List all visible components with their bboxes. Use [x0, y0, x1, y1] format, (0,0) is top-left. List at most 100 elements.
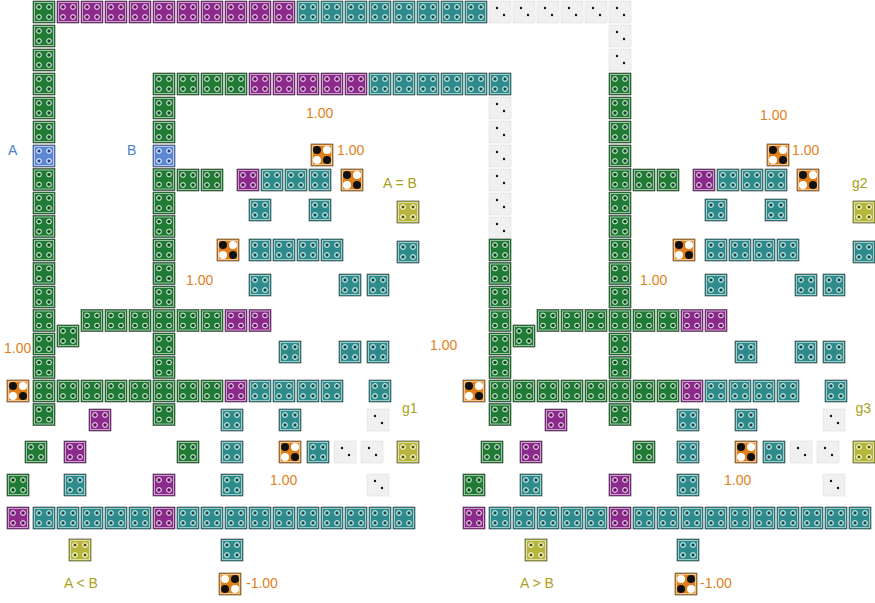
gate-name: g2: [852, 175, 868, 191]
tile: [609, 404, 631, 426]
tile: [367, 341, 389, 363]
tile: [417, 1, 439, 23]
signal-name: A: [8, 142, 17, 158]
tile: [693, 169, 715, 191]
tile: [297, 380, 319, 402]
tile: [345, 1, 367, 23]
tile: [609, 310, 631, 332]
tile: [33, 310, 55, 332]
gate-name: g2: [852, 175, 868, 191]
tile: [307, 441, 329, 463]
output-name: A < B: [64, 575, 98, 591]
tile: [285, 169, 307, 191]
tile: [609, 25, 631, 47]
tile: [489, 507, 511, 529]
tile: [763, 441, 785, 463]
signal-name: B: [127, 142, 136, 158]
tile: [105, 507, 127, 529]
tile: [849, 507, 871, 529]
weight-value: 1.00: [4, 340, 31, 356]
tile: [7, 507, 29, 529]
tile: [33, 357, 55, 379]
tile: [585, 1, 607, 23]
tile: [633, 441, 655, 463]
tile: [177, 310, 199, 332]
tile: [81, 380, 103, 402]
weight-value: 1.00: [760, 107, 787, 123]
tile: [609, 145, 631, 167]
tile: [393, 73, 415, 95]
tile: [129, 507, 151, 529]
tile: [705, 274, 727, 296]
tile: [657, 507, 679, 529]
weight-value: 1.00: [306, 105, 333, 121]
tile: [57, 1, 79, 23]
tile: [853, 441, 875, 463]
tile: [153, 1, 175, 23]
tile: [369, 380, 391, 402]
tile: [633, 310, 655, 332]
tile: [89, 409, 111, 431]
tile: [339, 274, 361, 296]
tile: [321, 1, 343, 23]
tile: [33, 333, 55, 355]
tile: [153, 97, 175, 119]
gate-name: g1: [402, 400, 418, 416]
tile: [681, 310, 703, 332]
tile: [609, 169, 631, 191]
tile: [609, 1, 631, 23]
tile: [33, 121, 55, 143]
tile: [585, 507, 607, 529]
tile: [273, 73, 295, 95]
output-name: A > B: [520, 575, 554, 591]
tile: [201, 507, 223, 529]
tile: [537, 310, 559, 332]
tile: [369, 507, 391, 529]
gate-name: g3: [855, 400, 871, 416]
tile: [249, 73, 271, 95]
tile: [361, 441, 383, 463]
tile: [297, 1, 319, 23]
tile: [441, 1, 463, 23]
tile: [69, 539, 91, 561]
tile: [741, 169, 763, 191]
weight-value: 1.00: [430, 337, 457, 353]
tile: [153, 121, 175, 143]
tile: [249, 380, 271, 402]
tile: [273, 1, 295, 23]
tile: [465, 1, 487, 23]
tile: [825, 380, 847, 402]
tile: [561, 310, 583, 332]
tile: [217, 239, 239, 261]
tile: [853, 201, 875, 223]
tile: [463, 507, 485, 529]
tile: [81, 507, 103, 529]
tile: [33, 1, 55, 23]
tile: [417, 73, 439, 95]
tile: [777, 380, 799, 402]
tile: [489, 193, 511, 215]
tile: [609, 97, 631, 119]
tile: [513, 325, 535, 347]
tile: [561, 507, 583, 529]
tile: [489, 286, 511, 308]
tile: [369, 1, 391, 23]
tile: [537, 380, 559, 402]
tile: [249, 199, 271, 221]
tile: [735, 341, 757, 363]
tile: [219, 573, 241, 595]
tile: [657, 380, 679, 402]
tile: [537, 1, 559, 23]
weight-value: 1.00: [724, 472, 751, 488]
tile: [153, 263, 175, 285]
output-name: A = B: [383, 175, 417, 191]
tile: [795, 341, 817, 363]
tile: [823, 409, 845, 431]
tile: [767, 144, 789, 166]
tile: [705, 199, 727, 221]
tile: [129, 380, 151, 402]
tile: [153, 216, 175, 238]
tile: [33, 216, 55, 238]
tile: [25, 441, 47, 463]
